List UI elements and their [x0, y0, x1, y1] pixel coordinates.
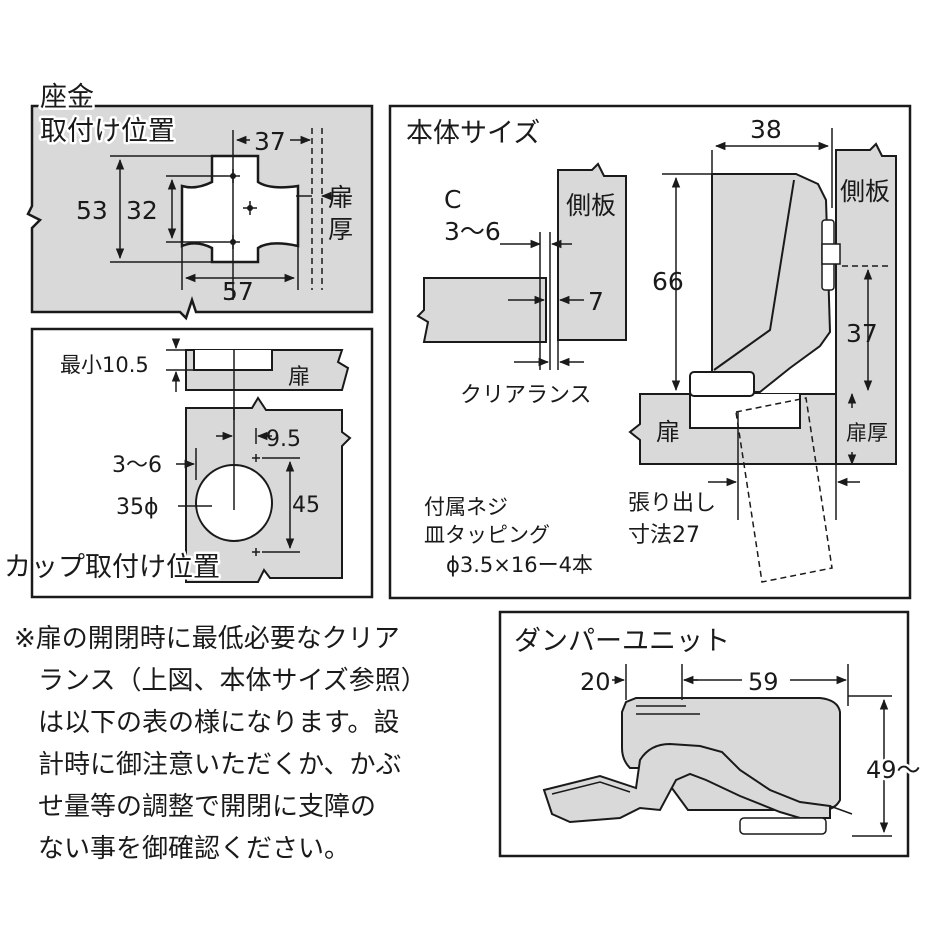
overhang-line1: 張り出し [628, 491, 716, 516]
damper-body [621, 697, 841, 811]
washer-title-line1: 座金 [40, 82, 94, 113]
washer-door-thickness-1: 扉 [328, 183, 353, 212]
left-side-plate [557, 162, 627, 341]
washer-dim-32: 32 [126, 196, 158, 225]
cup-min-label: 最小10.5 [60, 353, 149, 377]
body-dim-7: 7 [588, 287, 604, 316]
left-side-plate-label: 側板 [566, 191, 616, 220]
note-line-3: は以下の表の様になります。設 [38, 708, 400, 738]
cup-dim-9-5: 9.5 [266, 427, 301, 452]
body-title: 本体サイズ [406, 118, 540, 149]
body-c-label: C [444, 185, 461, 214]
note-line-4: 計時に御注意いただくか、かぶ [38, 750, 402, 780]
washer-plate [180, 154, 300, 264]
screw-line3: ϕ3.5×16ー4本 [446, 553, 593, 577]
cup-position-panel: 最小10.5 扉 9.5 3～6 35ϕ 45 カップ取付け位置 [2, 327, 374, 599]
right-side-plate-label: 側板 [840, 177, 890, 206]
body-door-thickness: 扉厚 [846, 421, 888, 445]
washer-extension-lines [110, 130, 299, 300]
cup-dim-35: 35ϕ [116, 495, 159, 520]
note-line-2: ランス（上図、本体サイズ参照） [38, 666, 427, 696]
washer-title-line2: 取付け位置 [40, 116, 175, 147]
note-line-1: ※扉の開閉時に最低必要なクリア [14, 624, 400, 654]
damper-dim-49: 49～ [866, 756, 921, 784]
body-c-range: 3～6 [444, 217, 501, 246]
damper-title: ダンパーユニット [514, 626, 730, 657]
washer-position-panel: 座金 取付け位置 37 53 32 57 扉 厚 [26, 80, 374, 321]
damper-dim-20: 20 [580, 668, 611, 696]
body-dim-66: 66 [652, 267, 684, 296]
washer-dim-57: 57 [222, 277, 254, 306]
damper-arm [542, 742, 831, 824]
note-line-5: せ量等の調整で開閉に支障の [38, 792, 377, 822]
clearance-label: クリアランス [460, 383, 592, 408]
screw-line1: 付属ネジ [424, 495, 508, 519]
washer-dim-53: 53 [76, 196, 108, 225]
body-dim-38: 38 [750, 115, 782, 144]
body-door-label: 扉 [656, 418, 680, 446]
cup-title: カップ取付け位置 [4, 552, 220, 583]
washer-door-thickness-2: 厚 [328, 215, 353, 244]
left-door-section [416, 277, 547, 343]
clearance-note: ※扉の開閉時に最低必要なクリア ランス（上図、本体サイズ参照） は以下の表の様に… [14, 618, 474, 870]
damper-dim-59: 59 [748, 668, 779, 696]
overhang-line2: 寸法27 [628, 523, 700, 548]
damper-unit-panel: ダンパーユニット 20 59 49～ [498, 610, 923, 858]
body-size-panel: 本体サイズ C 3～6 側板 7 クリアランス 38 側板 66 37 扉 扉厚… [388, 104, 912, 600]
cup-dim-3-6: 3～6 [112, 453, 162, 478]
cup-door-label: 扉 [288, 365, 310, 390]
cup-dim-45: 45 [292, 493, 320, 518]
note-line-6: ない事を御確認ください。 [38, 834, 351, 864]
body-dim-37: 37 [846, 319, 878, 348]
screw-line2: 皿タッピング [424, 523, 550, 547]
open-door-outline [735, 397, 833, 583]
washer-dim-37: 37 [254, 127, 286, 156]
